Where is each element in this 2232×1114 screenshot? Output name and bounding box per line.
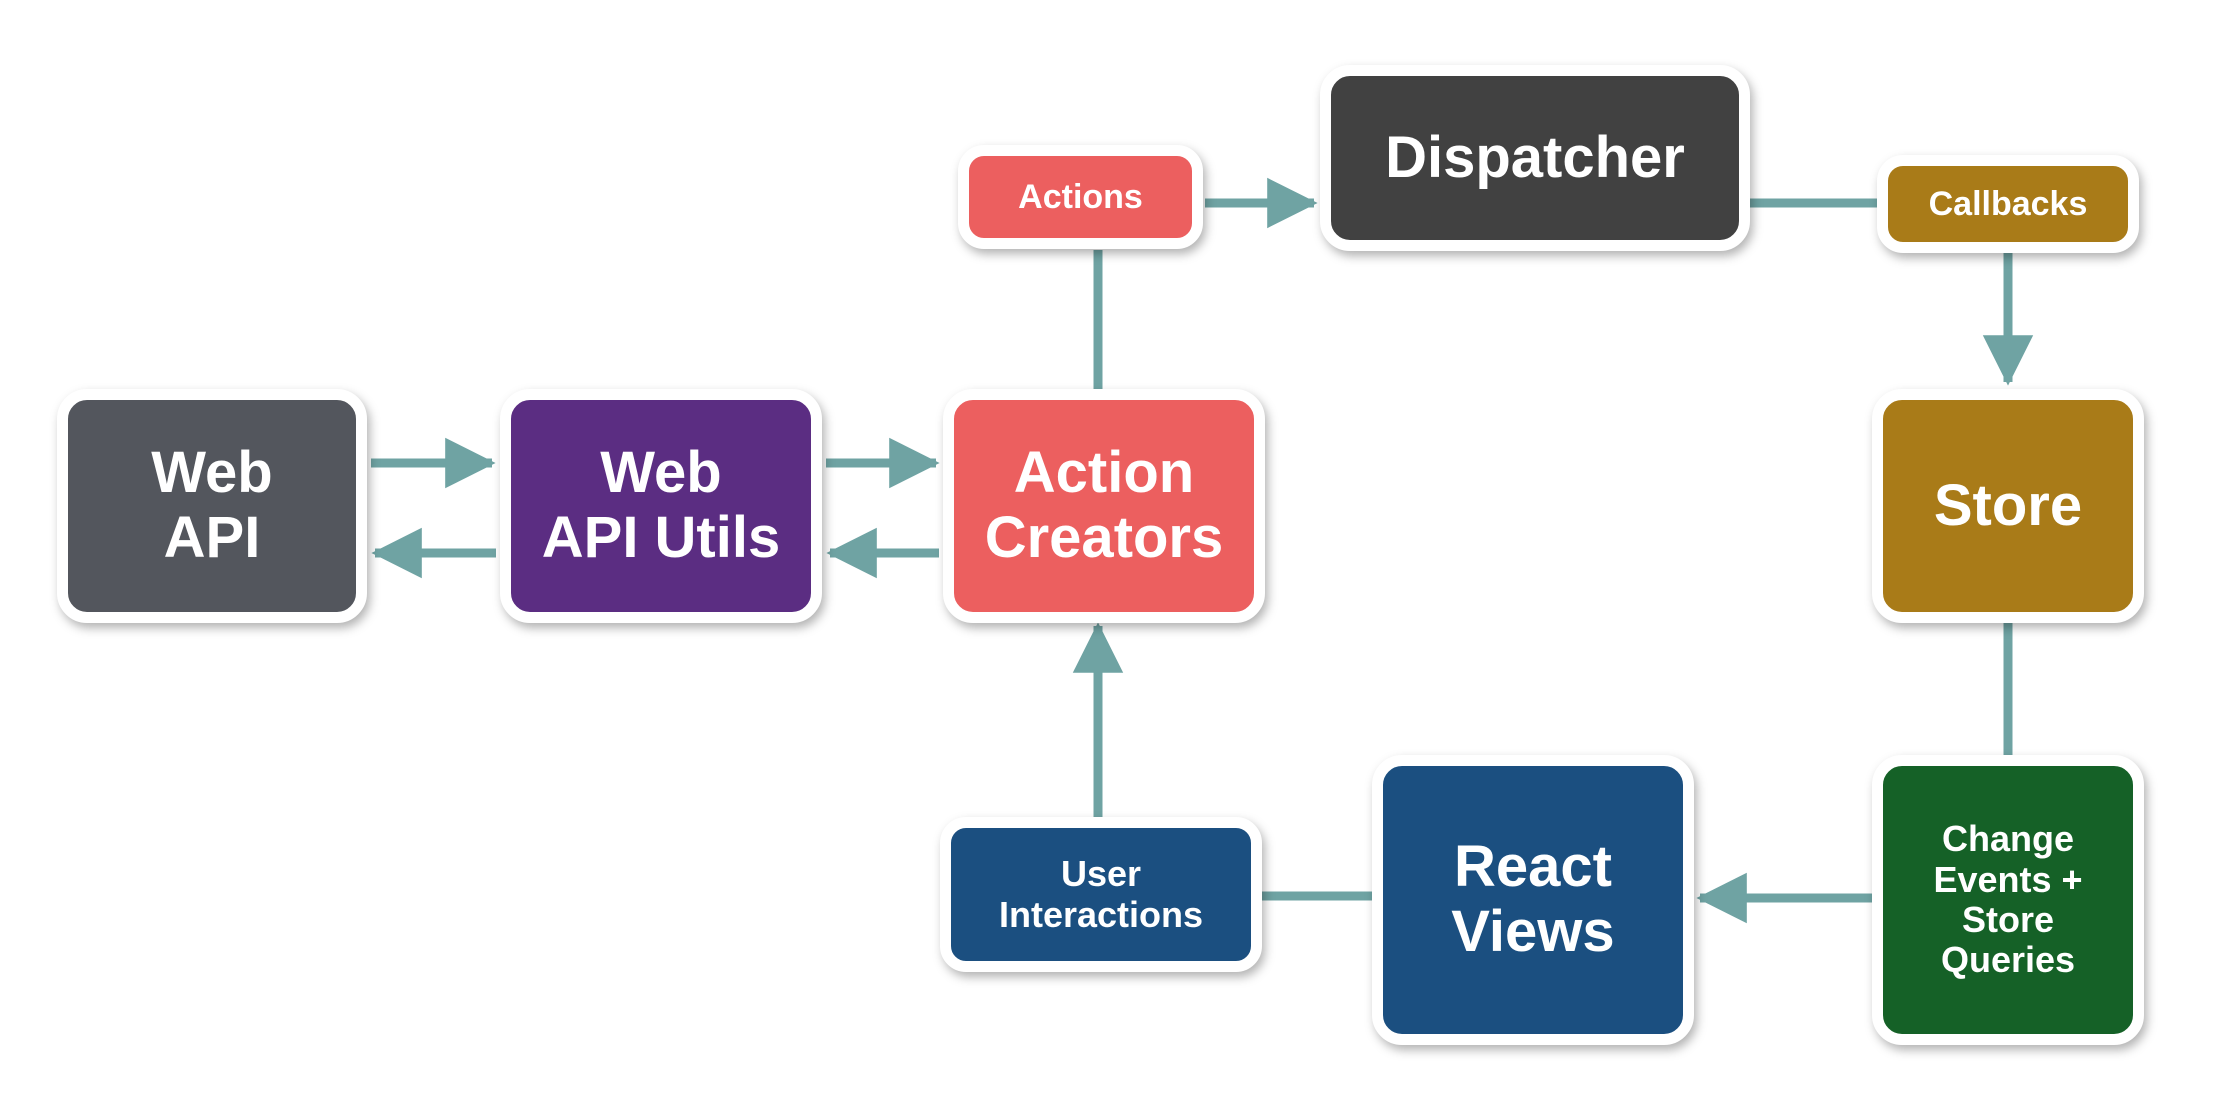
node-react-views[interactable]: React Views [1372,755,1694,1045]
node-web-api-label: Web API [151,440,273,570]
node-callbacks[interactable]: Callbacks [1877,155,2139,253]
node-web-api[interactable]: Web API [57,389,367,623]
node-change-events[interactable]: Change Events + Store Queries [1872,755,2144,1045]
node-callbacks-label: Callbacks [1928,184,2088,223]
node-actions-label: Actions [1018,177,1143,216]
node-user-interactions-label: User Interactions [998,853,1204,935]
node-react-views-label: React Views [1451,834,1615,964]
node-store-label: Store [1933,472,2083,538]
node-user-interactions[interactable]: User Interactions [940,817,1262,972]
node-dispatcher-label: Dispatcher [1385,124,1685,190]
node-web-api-utils-label: Web API Utils [541,440,781,570]
node-store[interactable]: Store [1872,389,2144,623]
node-dispatcher[interactable]: Dispatcher [1320,65,1750,251]
node-action-creators[interactable]: Action Creators [943,389,1265,623]
node-action-creators-label: Action Creators [984,440,1224,570]
node-actions[interactable]: Actions [958,145,1203,249]
node-change-events-label: Change Events + Store Queries [1933,818,2083,981]
node-web-api-utils[interactable]: Web API Utils [500,389,822,623]
